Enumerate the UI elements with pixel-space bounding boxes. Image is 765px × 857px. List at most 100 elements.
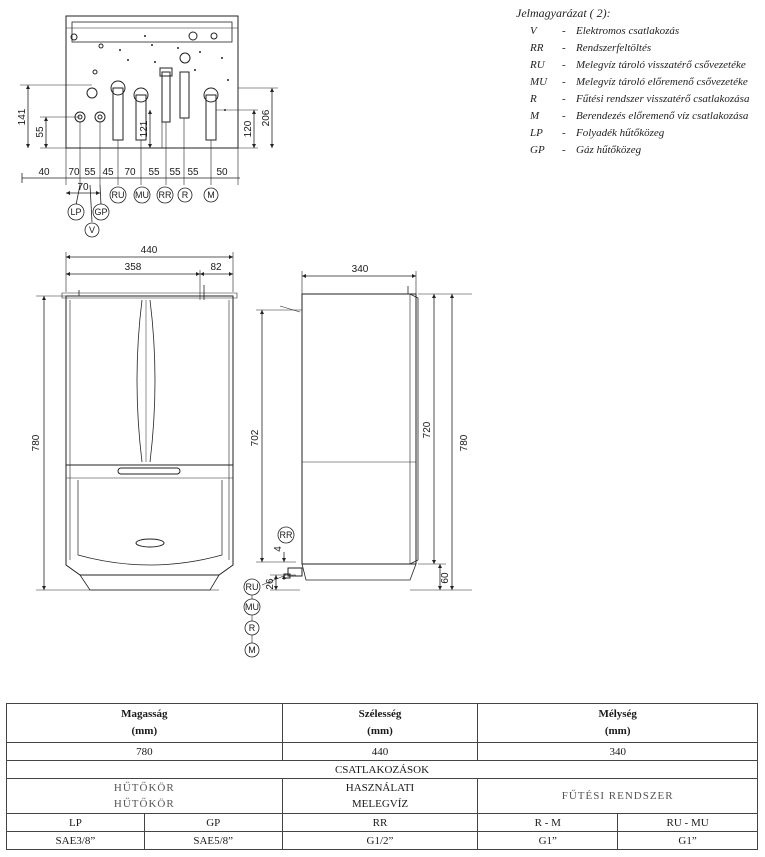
header-depth-label: Mélység bbox=[598, 708, 637, 720]
legend-dash: - bbox=[562, 93, 566, 105]
dim-label: 120 bbox=[243, 120, 254, 137]
connector-label: RR bbox=[159, 190, 172, 200]
header-depth-unit: (mm) bbox=[604, 725, 631, 737]
connector-rr bbox=[156, 186, 174, 204]
side-view-connector-labels: RR RU MU R M bbox=[245, 530, 293, 655]
group-dhw: HASZNÁLATI MELEGVÍZ bbox=[281, 778, 479, 814]
conn-rm: R - M bbox=[477, 813, 619, 832]
value-height: 780 bbox=[6, 742, 283, 761]
group-heating: FŰTÉSI RENDSZER bbox=[477, 778, 758, 814]
connector-label: M bbox=[207, 190, 215, 200]
connector-label: V bbox=[89, 225, 95, 235]
dim-label: 50 bbox=[216, 167, 228, 178]
dim-label: 340 bbox=[352, 264, 369, 275]
bottom-view bbox=[20, 15, 278, 195]
dim-label: 440 bbox=[141, 245, 158, 256]
front-casing bbox=[65, 295, 234, 576]
section-connections: CSATLAKOZÁSOK bbox=[6, 760, 758, 779]
bottom-view-outline bbox=[65, 15, 239, 149]
legend-code: RR bbox=[530, 42, 544, 54]
connector-label: RU bbox=[112, 190, 125, 200]
legend-dash: - bbox=[562, 144, 566, 156]
front-base bbox=[79, 574, 220, 591]
size-gp: SAE5/8” bbox=[143, 831, 283, 850]
value-width: 440 bbox=[281, 742, 479, 761]
dim-label: 70 bbox=[68, 167, 80, 178]
connector-label: R bbox=[182, 190, 189, 200]
bottom-view-connector-labels: RU MU RR R M LP GP V bbox=[70, 190, 214, 235]
legend-dash: - bbox=[562, 25, 566, 37]
dim-label: 70 bbox=[77, 182, 89, 193]
group-dhw-line-2: MELEGVÍZ bbox=[351, 798, 409, 810]
size-rumu: G1” bbox=[617, 831, 758, 850]
side-base bbox=[301, 563, 417, 581]
dim-label: 55 bbox=[84, 167, 96, 178]
legend-code: R bbox=[530, 93, 537, 105]
legend-text: Elektromos csatlakozás bbox=[576, 25, 680, 37]
connector-mu bbox=[243, 598, 261, 616]
dim-label: 206 bbox=[261, 109, 272, 126]
connector-lp bbox=[67, 203, 85, 221]
legend-text: Fűtési rendszer visszatérő csatlakozása bbox=[576, 93, 750, 105]
connector-r bbox=[244, 620, 260, 636]
legend-code: M bbox=[530, 110, 540, 122]
legend-item: RU -Melegvíz tároló visszatérő csővezeték… bbox=[516, 57, 762, 74]
connector-m bbox=[203, 187, 219, 203]
dim-label: 4 bbox=[273, 546, 284, 552]
group-dhw-line-1: HASZNÁLATI bbox=[345, 782, 415, 794]
legend-dash: - bbox=[562, 110, 566, 122]
dim-label: 55 bbox=[148, 167, 160, 178]
connector-label: RR bbox=[280, 530, 293, 540]
connector-mu bbox=[133, 186, 151, 204]
connector-rr bbox=[277, 526, 295, 544]
legend-dash: - bbox=[562, 59, 566, 71]
pipe-rr bbox=[161, 71, 171, 123]
size-rm: G1” bbox=[477, 831, 619, 850]
dim-label: 141 bbox=[17, 108, 28, 125]
legend-text: Gáz hűtőközeg bbox=[576, 144, 642, 156]
legend-title: Jelmagyarázat ( 2): bbox=[516, 6, 611, 20]
side-fitting bbox=[287, 567, 303, 577]
legend-code: GP bbox=[530, 144, 545, 156]
value-depth: 340 bbox=[477, 742, 758, 761]
legend-item: M-Berendezés előremenő víz csatlakozása bbox=[516, 108, 762, 125]
bottom-view-top-panel bbox=[71, 21, 233, 43]
header-height: Magasság(mm) bbox=[6, 703, 283, 743]
size-lp: SAE3/8” bbox=[6, 831, 145, 850]
dim-label: 358 bbox=[125, 262, 142, 273]
legend-dash: - bbox=[562, 127, 566, 139]
legend-code: V bbox=[530, 25, 537, 37]
technical-drawing: 40 70 55 45 70 55 55 55 50 70 141 55 121… bbox=[17, 15, 472, 658]
connector-m bbox=[244, 642, 260, 658]
legend-code: RU bbox=[530, 59, 545, 71]
legend-code: MU bbox=[530, 76, 548, 88]
connector-label: GP bbox=[94, 207, 107, 217]
dim-label: 60 bbox=[440, 572, 451, 584]
dim-label: 702 bbox=[250, 429, 261, 446]
legend-dash: - bbox=[562, 42, 566, 54]
connector-label: MU bbox=[245, 602, 259, 612]
connector-label: RU bbox=[246, 582, 259, 592]
front-view-dimension-labels: 440 358 82 780 bbox=[31, 245, 222, 451]
connector-label: M bbox=[248, 645, 256, 655]
legend-text: Rendszerfeltöltés bbox=[576, 42, 652, 54]
connector-ru bbox=[109, 186, 127, 204]
legend-text: Melegvíz tároló visszatérő csővezetéke bbox=[576, 59, 746, 71]
dim-label: 121 bbox=[139, 120, 150, 137]
bottom-view-dimension-labels: 40 70 55 45 70 55 55 55 50 70 141 55 121… bbox=[17, 108, 272, 193]
header-depth: Mélység (mm) bbox=[477, 703, 758, 743]
side-view-dimension-labels: 340 702 720 780 60 4 26 bbox=[250, 264, 470, 590]
bottom-view-connectors bbox=[67, 184, 219, 238]
dim-label: 55 bbox=[169, 167, 181, 178]
connector-gp bbox=[92, 203, 110, 221]
group-cooling-line-2: HŰTŐKÖR bbox=[113, 798, 175, 810]
conn-gp: GP bbox=[143, 813, 283, 832]
front-handle bbox=[117, 467, 181, 475]
side-view-connectors bbox=[243, 526, 295, 658]
front-view bbox=[36, 252, 238, 591]
dim-label: 780 bbox=[31, 434, 42, 451]
dim-label: 26 bbox=[265, 578, 276, 590]
dim-label: 55 bbox=[35, 126, 46, 138]
legend-item: V -Elektromos csatlakozás bbox=[516, 23, 762, 40]
